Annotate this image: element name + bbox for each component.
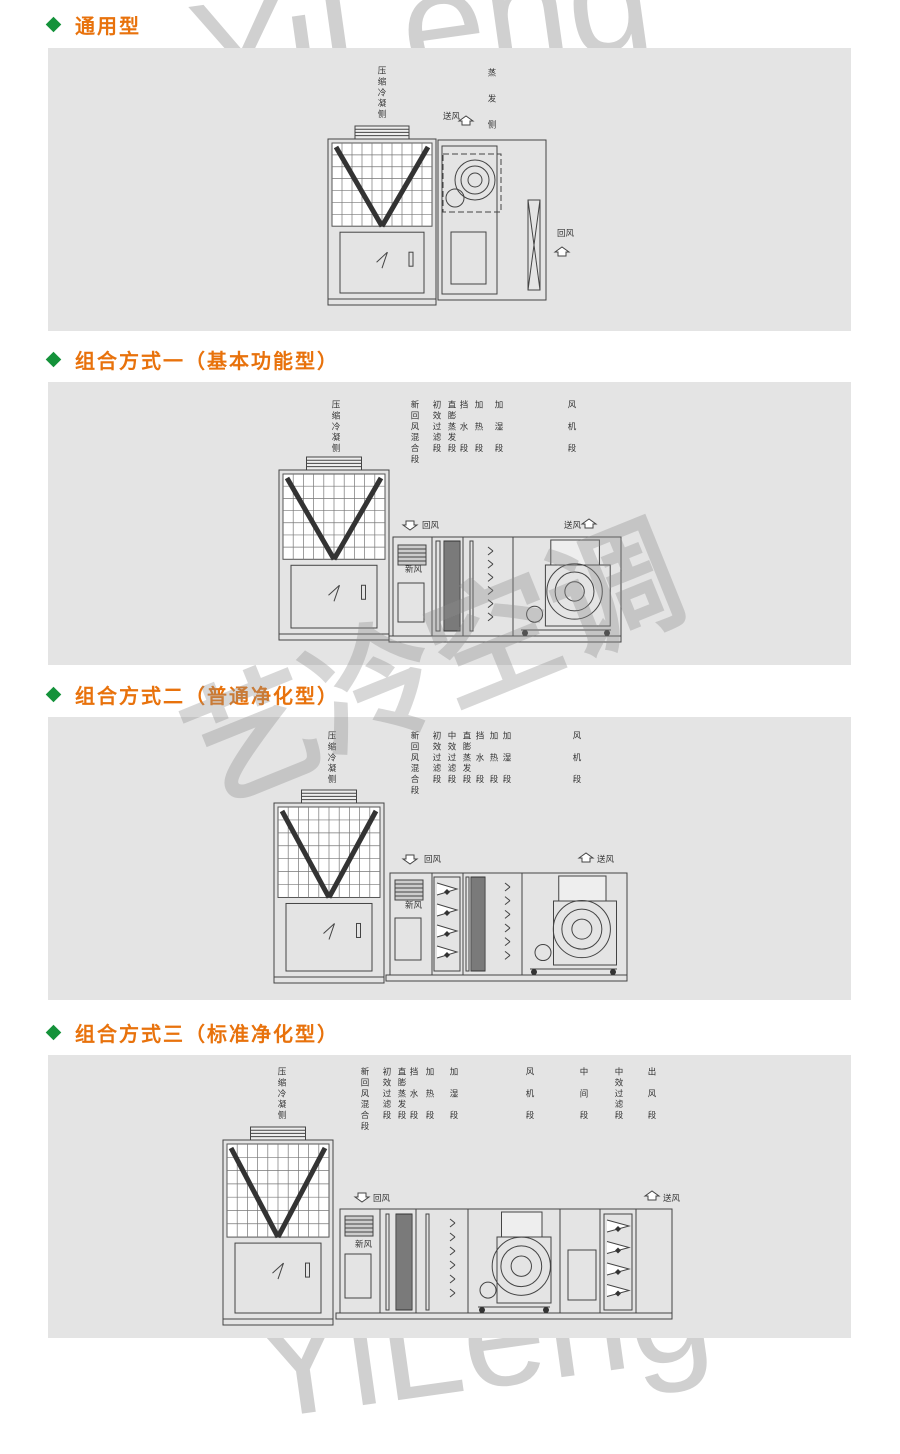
- air-handling-unit: [335, 1208, 673, 1320]
- air-handling-unit: [388, 536, 622, 643]
- label-return-air: 回风: [557, 229, 575, 239]
- label-fresh-air: 新风: [355, 1240, 373, 1250]
- label-heating: 加 热 段: [424, 1067, 434, 1122]
- section-title-combo3: 组合方式三（标准净化型）: [45, 1018, 339, 1047]
- arrow-up-icon: [577, 852, 595, 863]
- fan-icon: [491, 1236, 551, 1296]
- unit-drawings: [222, 115, 673, 1326]
- air-handling-unit: [385, 872, 628, 982]
- label-humidifying: 加 湿 段: [501, 731, 511, 786]
- label-supply-air: 送风: [443, 112, 461, 122]
- label-condenser-side: 压缩冷凝侧: [326, 731, 336, 786]
- arrow-down-icon: [401, 520, 419, 531]
- label-medium-filter: 中效过滤段: [613, 1067, 623, 1122]
- label-medium-filter: 中效过滤段: [446, 731, 456, 786]
- title-text: 组合方式一（基本功能型）: [75, 349, 339, 373]
- evaporator-unit: [437, 139, 547, 301]
- label-dx-evaporator: 直膨蒸发段: [396, 1067, 406, 1122]
- diagram-panel-general: [48, 48, 851, 331]
- title-text: 通用型: [75, 14, 141, 38]
- label-condenser-side: 压缩冷凝侧: [376, 66, 386, 121]
- label-fan-section: 风 机 段: [571, 731, 581, 786]
- title-text: 组合方式二（普通净化型）: [75, 684, 339, 708]
- condenser-unit: [222, 1126, 334, 1326]
- condenser-unit: [278, 456, 390, 641]
- label-primary-filter: 初效过滤段: [431, 731, 441, 786]
- label-eliminator: 挡 水 段: [458, 400, 468, 455]
- label-humidifying: 加 湿 段: [448, 1067, 458, 1122]
- fan-icon: [546, 563, 603, 620]
- arrow-down-icon: [401, 854, 419, 865]
- label-humidifying: 加 湿 段: [493, 400, 503, 455]
- label-dx-evaporator: 直膨蒸发段: [461, 731, 471, 786]
- label-dx-evaporator: 直膨蒸发段: [446, 400, 456, 455]
- arrow-up-icon: [553, 246, 571, 257]
- label-return-air: 回风: [373, 1194, 391, 1204]
- label-mixing-section: 新回风混合段: [359, 1067, 369, 1133]
- label-heating: 加 热 段: [473, 400, 483, 455]
- label-mixing-section: 新回风混合段: [409, 731, 419, 797]
- label-return-air: 回风: [422, 521, 440, 531]
- arrow-down-icon: [353, 1192, 371, 1203]
- label-fan-section: 风 机 段: [566, 400, 576, 455]
- diagram-panel-combo3: [48, 1055, 851, 1338]
- label-supply-air: 送风: [564, 521, 582, 531]
- label-fresh-air: 新风: [405, 901, 423, 911]
- arrow-up-icon: [457, 115, 475, 126]
- label-outlet-section: 出 风 段: [646, 1067, 656, 1122]
- label-eliminator: 挡 水 段: [408, 1067, 418, 1122]
- label-primary-filter: 初效过滤段: [381, 1067, 391, 1122]
- label-evaporator-side: 蒸 发 侧: [486, 68, 496, 133]
- section-title-combo1: 组合方式一（基本功能型）: [45, 345, 339, 374]
- label-return-air: 回风: [424, 855, 442, 865]
- label-supply-air: 送风: [663, 1194, 681, 1204]
- condenser-unit: [273, 789, 385, 984]
- fan-icon: [552, 900, 611, 959]
- label-condenser-side: 压缩冷凝侧: [276, 1067, 286, 1122]
- condenser-unit: [327, 125, 437, 306]
- label-fresh-air: 新风: [405, 565, 423, 575]
- section-title-combo2: 组合方式二（普通净化型）: [45, 680, 339, 709]
- section-title-general: 通用型: [45, 10, 141, 39]
- fan-icon: [454, 159, 496, 201]
- label-mixing-section: 新回风混合段: [409, 400, 419, 466]
- label-supply-air: 送风: [597, 855, 615, 865]
- label-middle-section: 中 间 段: [578, 1067, 588, 1122]
- arrow-up-icon: [580, 518, 598, 529]
- label-heating: 加 热 段: [488, 731, 498, 786]
- title-text: 组合方式三（标准净化型）: [75, 1022, 339, 1046]
- label-eliminator: 挡 水 段: [474, 731, 484, 786]
- arrow-up-icon: [643, 1190, 661, 1201]
- label-fan-section: 风 机 段: [524, 1067, 534, 1122]
- label-primary-filter: 初效过滤段: [431, 400, 441, 455]
- label-condenser-side: 压缩冷凝侧: [330, 400, 340, 455]
